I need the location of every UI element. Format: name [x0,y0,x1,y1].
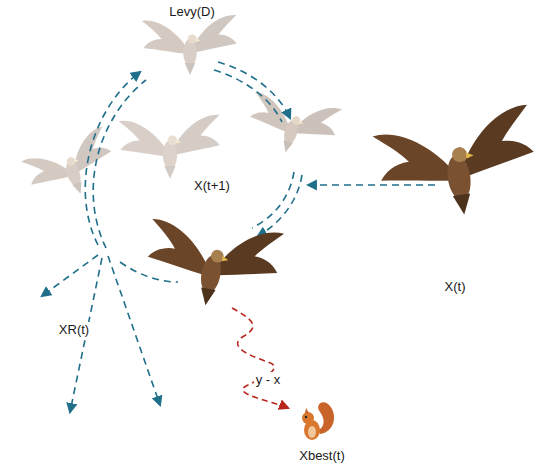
squirrel-head [302,412,314,424]
squirrel-ear [305,408,309,413]
random-arrow [42,255,98,296]
squirrel-tail [318,402,334,434]
variable-label: X(t+1) [192,178,232,194]
variable-label: y - x [254,372,283,388]
faded-eagle [242,87,342,164]
flight-arrow [85,72,140,245]
flight-arrow [120,262,178,282]
faded-eagle [119,115,220,179]
variable-label: Levy(D) [167,4,217,20]
faded-eagle [19,126,121,209]
approach-arrow [308,184,435,186]
prey-path [232,308,288,408]
faded-eagle [142,15,237,75]
variable-label: X(t) [443,279,468,295]
squirrel-belly [308,426,316,438]
flight-arrow [214,70,282,122]
random-arrows [42,255,160,412]
current-eagle [371,105,541,226]
random-arrow [108,256,160,405]
squirrel-eye [305,416,307,418]
flight-arrow [93,80,146,248]
diving-eagle [139,211,284,317]
flight-arrow [252,172,294,228]
flight-arrow [218,62,290,118]
variable-label: XR(t) [57,322,91,338]
variable-label: Xbest(t) [297,448,347,464]
squirrel-prey [302,402,334,440]
